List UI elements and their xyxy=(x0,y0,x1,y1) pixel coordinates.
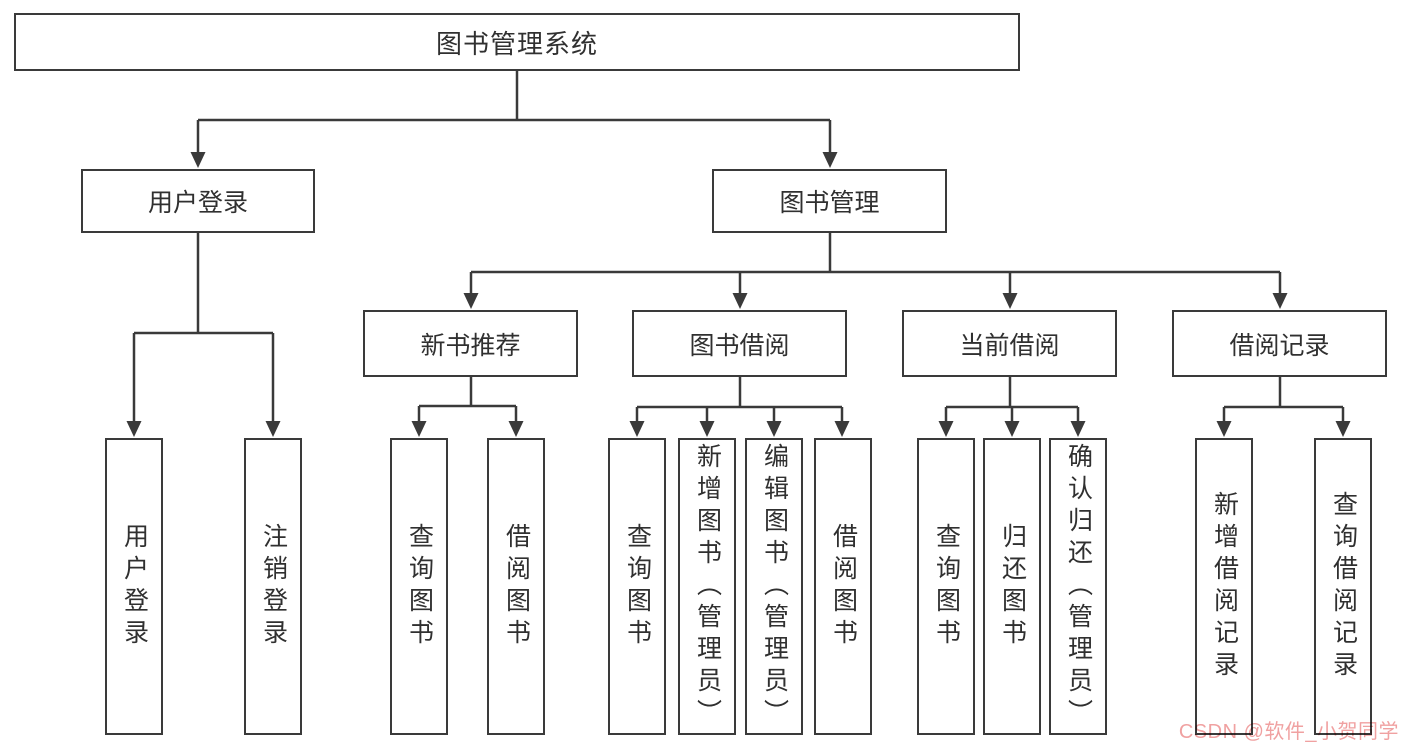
leaf-add-borrow-record: 新增借阅记录 xyxy=(1195,438,1253,735)
leaf-user-login: 用户登录 xyxy=(105,438,163,735)
edge-borrowrecords-to-leaves xyxy=(1222,377,1345,423)
leaf-borrow-books: 借阅图书 xyxy=(814,438,872,735)
connector-strokes xyxy=(132,71,1345,423)
leaf-label: 查询图书 xyxy=(405,522,434,651)
node-user-login: 用户登录 xyxy=(81,169,315,233)
leaf-label: 确认归还（管理员） xyxy=(1064,442,1093,731)
leaf-query-borrow-record: 查询借阅记录 xyxy=(1314,438,1372,735)
edge-bookmgmt-to-level3 xyxy=(469,233,1282,296)
node-current-borrow: 当前借阅 xyxy=(902,310,1117,377)
leaf-label: 编辑图书（管理员） xyxy=(760,442,789,731)
node-new-book-recommend: 新书推荐 xyxy=(363,310,578,377)
edge-root-to-level2 xyxy=(196,71,832,153)
leaf-label: 查询图书 xyxy=(623,522,652,651)
edge-newbook-to-leaves xyxy=(417,377,518,423)
leaf-label: 用户登录 xyxy=(120,522,149,651)
node-label: 当前借阅 xyxy=(959,331,1060,360)
arrowhead-icons xyxy=(126,152,1351,437)
leaf-borrow-books-recommend: 借阅图书 xyxy=(487,438,545,735)
leaf-confirm-return-admin: 确认归还（管理员） xyxy=(1049,438,1107,735)
node-label: 图书管理 xyxy=(779,189,880,217)
node-book-borrow: 图书借阅 xyxy=(632,310,847,377)
node-label: 用户登录 xyxy=(147,189,248,217)
leaf-query-books-current: 查询图书 xyxy=(917,438,975,735)
leaf-return-book: 归还图书 xyxy=(983,438,1041,735)
leaf-label: 查询借阅记录 xyxy=(1329,490,1358,683)
edge-userlogin-to-leaves xyxy=(132,233,275,423)
node-borrow-records: 借阅记录 xyxy=(1172,310,1387,377)
leaf-label: 借阅图书 xyxy=(829,522,858,651)
node-root: 图书管理系统 xyxy=(14,13,1020,71)
edge-bookborrow-to-leaves xyxy=(635,377,844,423)
node-book-management: 图书管理 xyxy=(712,169,947,233)
edge-currentborrow-to-leaves xyxy=(944,377,1080,423)
leaf-label: 查询图书 xyxy=(932,522,961,651)
leaf-label: 归还图书 xyxy=(998,522,1027,651)
leaf-label: 新增图书（管理员） xyxy=(693,442,722,731)
leaf-label: 注销登录 xyxy=(259,522,288,651)
node-label: 借阅记录 xyxy=(1229,331,1330,360)
leaf-query-books-recommend: 查询图书 xyxy=(390,438,448,735)
leaf-add-book-admin: 新增图书（管理员） xyxy=(678,438,736,735)
csdn-watermark: CSDN @软件_小贺同学 xyxy=(1178,721,1399,743)
leaf-label: 借阅图书 xyxy=(502,522,531,651)
leaf-edit-book-admin: 编辑图书（管理员） xyxy=(745,438,803,735)
leaf-logout: 注销登录 xyxy=(244,438,302,735)
node-label: 新书推荐 xyxy=(420,331,521,360)
node-label: 图书借阅 xyxy=(689,331,790,360)
node-root-label: 图书管理系统 xyxy=(435,28,598,59)
leaf-label: 新增借阅记录 xyxy=(1210,490,1239,683)
leaf-query-books-borrow: 查询图书 xyxy=(608,438,666,735)
